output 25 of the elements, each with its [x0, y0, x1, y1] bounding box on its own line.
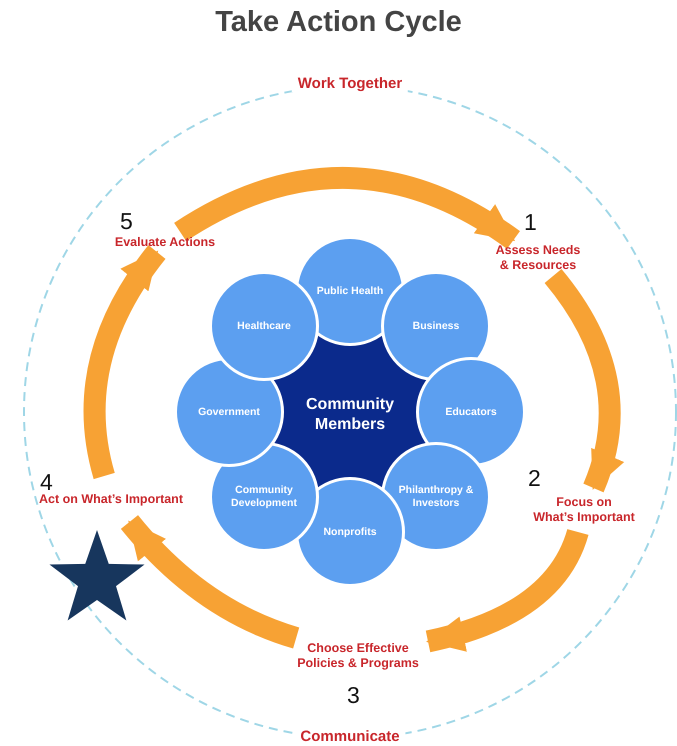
sector-label: Government — [197, 406, 261, 418]
step-number: 2 — [528, 466, 541, 490]
cycle-arrow — [84, 245, 166, 479]
cycle-theme-label: Work Together — [292, 75, 408, 92]
step-label: Choose Effective Policies & Programs — [296, 641, 420, 671]
center-label: Community Members — [305, 395, 395, 435]
cycle-arrow — [174, 167, 520, 250]
sector-label: Community Development — [230, 484, 298, 510]
step-label: Focus on What’s Important — [532, 495, 636, 525]
step-label: Assess Needs & Resources — [494, 243, 582, 273]
sector-label: Public Health — [316, 284, 384, 298]
sector-label: Philanthropy & Investors — [398, 484, 474, 510]
sector-label: Nonprofits — [322, 526, 378, 538]
title: Take Action Cycle — [215, 6, 462, 38]
step-label: Evaluate Actions — [114, 234, 216, 250]
sector-label: Business — [412, 320, 460, 332]
step-label: Act on What’s Important — [38, 492, 184, 506]
step-number: 3 — [347, 683, 360, 707]
sector-label: Healthcare — [236, 320, 292, 332]
step-number: 1 — [524, 210, 537, 234]
sector-label: Educators — [444, 406, 498, 418]
cycle-arrow — [544, 269, 624, 492]
cycle-arrow — [121, 514, 300, 648]
step-number: 4 — [40, 470, 53, 494]
step-number: 5 — [120, 209, 133, 233]
